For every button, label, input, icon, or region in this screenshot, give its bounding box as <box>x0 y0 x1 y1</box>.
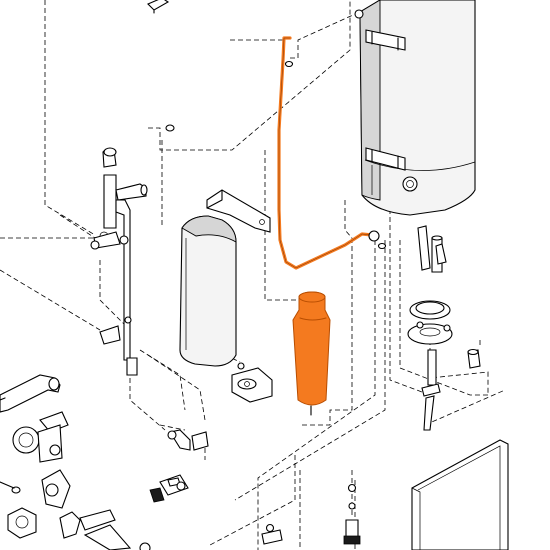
pump-assembly <box>0 374 151 550</box>
bottom-center-fittings <box>149 429 209 503</box>
expansion-vessel <box>179 215 237 367</box>
pipe-connection-highlighted <box>277 36 387 270</box>
vessel-foot-bracket <box>231 362 273 403</box>
expansion-cylinder-highlighted <box>292 291 331 416</box>
storage-tank <box>354 0 476 216</box>
screws <box>261 483 361 545</box>
right-side-components <box>407 225 481 431</box>
top-bracket <box>147 0 170 14</box>
left-pipe-assembly <box>90 124 175 376</box>
vessel-bracket <box>206 189 271 233</box>
side-panel <box>411 439 509 550</box>
assembly-guide-lines <box>0 0 506 550</box>
